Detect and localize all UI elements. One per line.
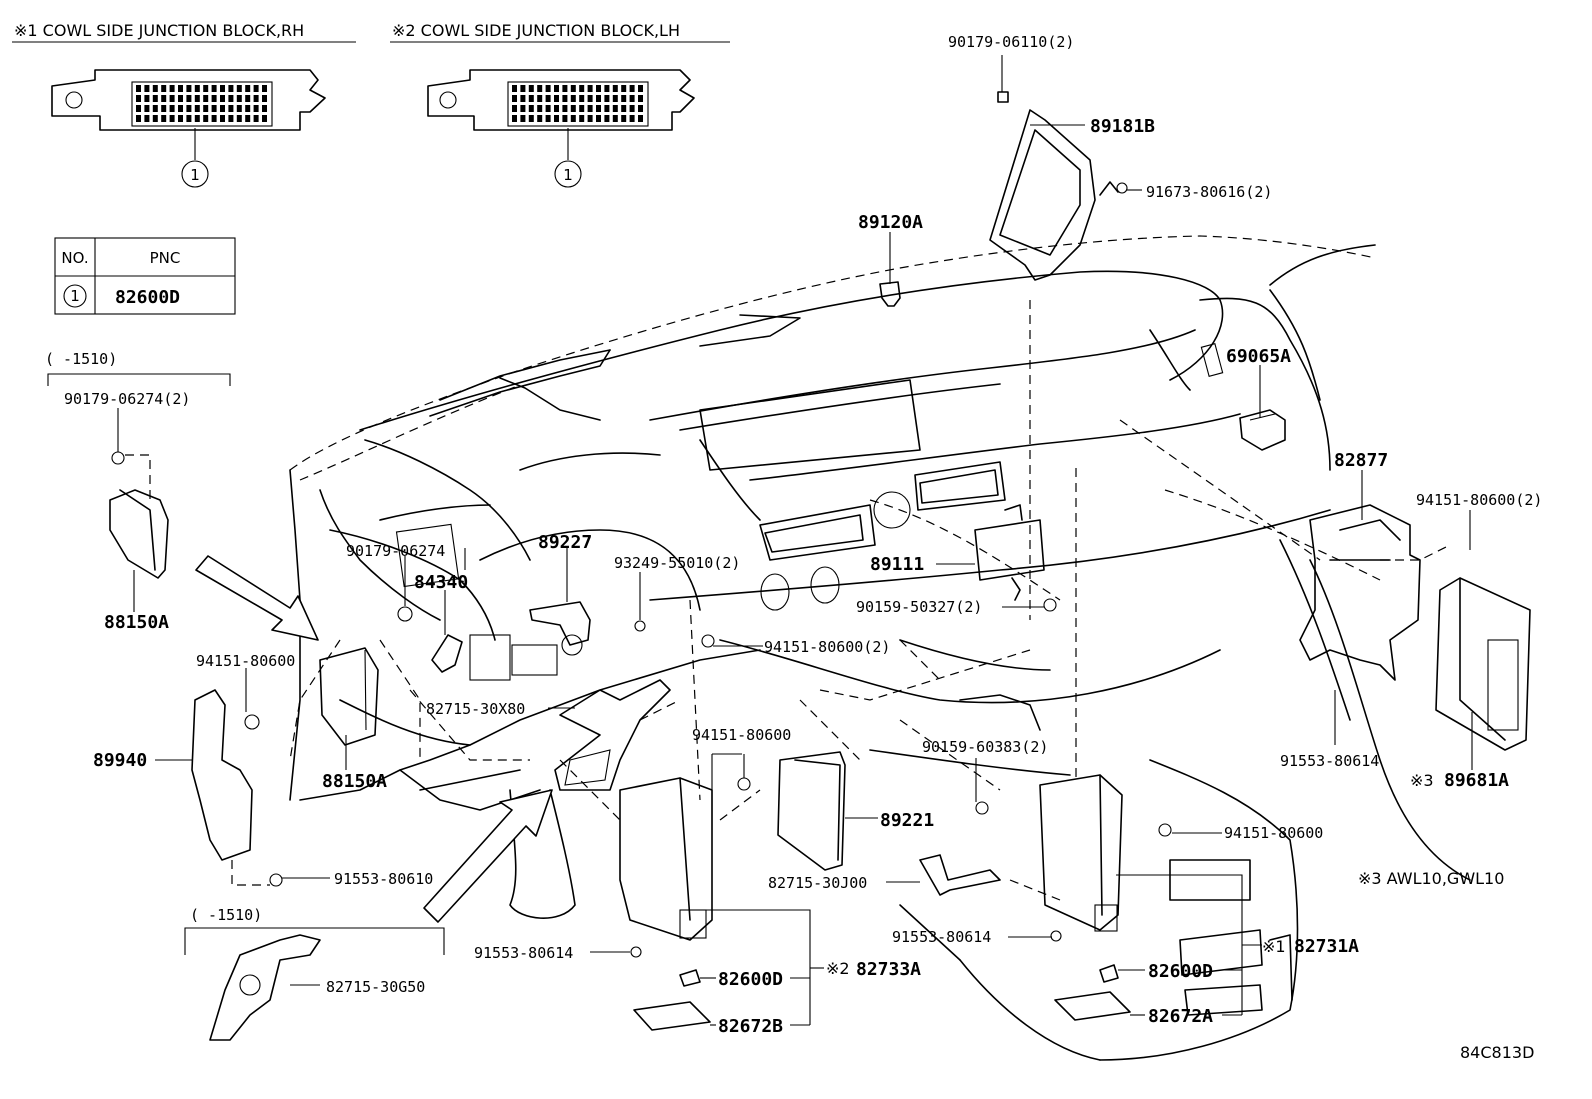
label-82715-30j00: 82715-30J00 <box>768 874 867 892</box>
sensor-89120a-drawing <box>879 281 901 307</box>
mark-3: ※3 <box>1410 771 1434 790</box>
range-upper: ( -1510) <box>45 350 117 368</box>
pnc-table-col-no: NO. <box>61 249 88 267</box>
junction-block-rh-header: ※1 COWL SIDE JUNCTION BLOCK,RH <box>14 21 304 40</box>
label-82672a: 82672A <box>1148 1006 1213 1027</box>
range-lower: ( -1510) <box>190 906 262 924</box>
ref-circle-lh: 1 <box>563 166 573 184</box>
label-88150a-upper: 88150A <box>104 612 169 633</box>
label-82731a: 82731A <box>1294 936 1359 957</box>
junction-82731a-drawing <box>1039 774 1172 1021</box>
dashboard-drawing <box>195 235 1471 1061</box>
mark-1: ※1 <box>1262 937 1286 956</box>
switch-84340-drawing <box>397 606 463 673</box>
label-89227: 89227 <box>538 532 592 553</box>
pnc-table-col-pnc: PNC <box>150 249 181 267</box>
label-88150a-lower: 88150A <box>322 771 387 792</box>
label-91553-80614-left: 91553-80614 <box>474 944 573 962</box>
bracket-82715-30x80-drawing <box>554 679 671 791</box>
junction-block-rh-drawing: 1 <box>51 69 326 188</box>
label-82600d-left: 82600D <box>718 969 783 990</box>
figure-code: 84C813D <box>1460 1043 1534 1062</box>
label-82877: 82877 <box>1334 450 1388 471</box>
label-90179-06110: 90179-06110(2) <box>948 33 1074 51</box>
label-91553-80614-right: 91553-80614 <box>1280 752 1379 770</box>
bracket-82715-30j00-drawing <box>919 801 1001 896</box>
label-82733a: 82733A <box>856 959 921 980</box>
bracket-82715-30g50-drawing <box>209 934 321 1041</box>
label-91553-80610: 91553-80610 <box>334 870 433 888</box>
label-89681a: 89681A <box>1444 770 1509 791</box>
label-82672b: 82672B <box>718 1016 783 1037</box>
label-89120a: 89120A <box>858 212 923 233</box>
label-82715-30g50: 82715-30G50 <box>326 978 425 996</box>
label-94151-80600-left: 94151-80600 <box>196 652 295 670</box>
label-90159-60383: 90159-60383(2) <box>922 738 1048 756</box>
label-94151-80600-mid: 94151-80600 <box>692 726 791 744</box>
note-awl10-gwl10: ※3 AWL10,GWL10 <box>1358 869 1504 888</box>
bracket-82877-drawing <box>1299 504 1421 681</box>
label-89221: 89221 <box>880 810 934 831</box>
label-89111: 89111 <box>870 554 924 575</box>
label-89940: 89940 <box>93 750 147 771</box>
junction-82733a-drawing <box>619 777 713 1031</box>
sensor-89227-drawing <box>529 601 646 646</box>
label-94151-80600-center: 94151-80600(2) <box>764 638 890 656</box>
mark-2: ※2 <box>826 959 850 978</box>
label-82600d-right: 82600D <box>1148 961 1213 982</box>
label-94151-80600-right: 94151-80600 <box>1224 824 1323 842</box>
ecu-89221-drawing <box>737 751 846 871</box>
label-94151-80600-right-top: 94151-80600(2) <box>1416 491 1542 509</box>
junction-block-lh-header: ※2 COWL SIDE JUNCTION BLOCK,LH <box>392 21 680 40</box>
part-88150a-lower-drawing <box>319 647 379 746</box>
label-89181b: 89181B <box>1090 116 1155 137</box>
label-82715-30x80: 82715-30X80 <box>426 700 525 718</box>
label-90179-06274: 90179-06274 <box>346 542 445 560</box>
pnc-table-row-no: 1 <box>70 287 80 305</box>
label-90179-06274-2: 90179-06274(2) <box>64 390 190 408</box>
label-90159-50327: 90159-50327(2) <box>856 598 982 616</box>
module-89111-drawing <box>701 504 1057 648</box>
label-91673-80616: 91673-80616(2) <box>1146 183 1272 201</box>
label-84340: 84340 <box>414 572 468 593</box>
leader-lines <box>117 55 1473 1026</box>
ref-circle-rh: 1 <box>190 166 200 184</box>
junction-block-lh-drawing: 1 <box>427 69 695 188</box>
label-69065a: 69065A <box>1226 346 1291 367</box>
label-91553-80614-middle: 91553-80614 <box>892 928 991 946</box>
module-89681a-drawing <box>1435 577 1531 751</box>
part-88150a-upper-drawing <box>109 451 169 579</box>
bracket-89940-drawing <box>191 689 283 887</box>
pnc-table-row-pnc: 82600D <box>115 287 180 308</box>
label-93249-55010: 93249-55010(2) <box>614 554 740 572</box>
pnc-table: NO. PNC 1 82600D <box>54 237 236 315</box>
part-69065a-drawing <box>1239 409 1286 451</box>
